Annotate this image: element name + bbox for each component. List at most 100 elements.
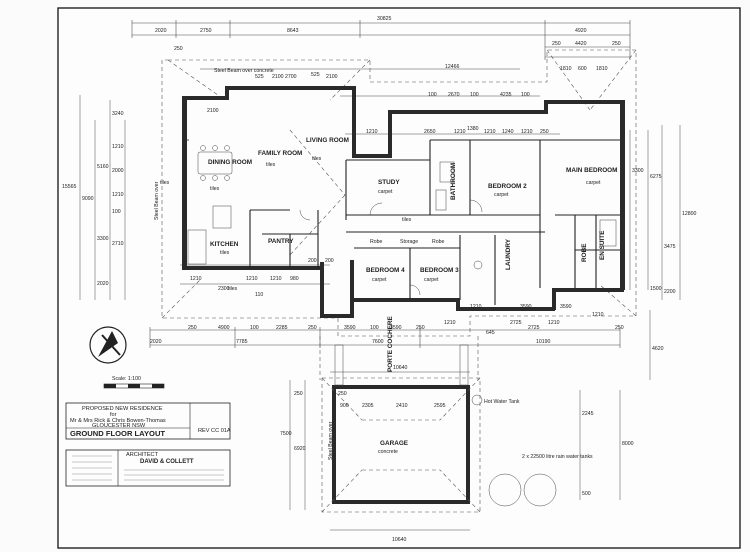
dim-bottom: 250 (615, 325, 624, 331)
dim-garage-top: 2305 (362, 403, 374, 409)
dim-left: 2000 (112, 168, 124, 174)
dim-upper: 100 (470, 92, 479, 98)
room-name: BEDROOM 4 (366, 267, 405, 274)
room-name: KITCHEN (210, 241, 239, 248)
dim-garage-side: 2245 (582, 411, 594, 417)
dim-bottom: 250 (188, 325, 197, 331)
dim-lower: 200 (308, 258, 317, 264)
dim-garage-top: 250 (338, 391, 347, 397)
beam-note: Steel Beam over concrete (214, 68, 274, 74)
dim-top-seg: 4920 (575, 28, 587, 34)
dim-left: 5160 (97, 164, 109, 170)
dim-garage-top: 10640 (393, 365, 408, 371)
dim-beam: 2700 (285, 74, 297, 80)
room-name: PORTE COCHERE (387, 316, 394, 372)
dim-left: 9090 (82, 196, 94, 202)
architect-name: DAVID & COLLETT (140, 459, 194, 465)
dim-left: 100 (112, 209, 121, 215)
dim-right: 12800 (682, 211, 697, 217)
dim-lower: 645 (486, 330, 495, 336)
architect-head: ARCHITECT (126, 452, 159, 458)
sheet-border (58, 8, 740, 548)
dim-upper: 1380 (467, 126, 479, 132)
dim-bottom: 250 (416, 325, 425, 331)
dim-upper: 1210 (366, 129, 378, 135)
dim-top-seg: 12466 (445, 64, 460, 70)
dim-beam: 525 (311, 72, 320, 78)
dim-bottom-total: 7600 (372, 339, 384, 345)
room-name: BEDROOM 2 (488, 183, 527, 190)
dim-top-sub: 4420 (575, 41, 587, 47)
room-name: BATHROOM (450, 163, 457, 200)
room-floor: carpet (372, 277, 387, 283)
dim-beam: 250 (174, 46, 183, 52)
dim-right: 3475 (664, 244, 676, 250)
dim-lower: 1210 (246, 276, 258, 282)
tiles-label: tiles (160, 180, 170, 186)
dim-beam: 2100 (272, 74, 284, 80)
room-name: MAIN BEDROOM (566, 167, 617, 174)
dim-left: 2020 (97, 281, 109, 287)
dim-lower: 3590 (520, 304, 532, 310)
dim-left: 15565 (62, 184, 77, 190)
dim-lower: 2725 (510, 320, 522, 326)
scale-label: Scale: 1:100 (112, 376, 141, 382)
scale-bar (104, 384, 164, 388)
drawing-title: GROUND FLOOR LAYOUT (70, 429, 165, 438)
room-name: BEDROOM 3 (420, 267, 459, 274)
dim-upper: 1210 (454, 129, 466, 135)
beam-note: Steel Beam over (154, 181, 160, 220)
room-floor: tiles (312, 156, 322, 162)
dim-top-sub: 250 (552, 41, 561, 47)
dim-beam: 525 (255, 74, 264, 80)
dim-bottom-total: 2020 (150, 339, 162, 345)
room-floor: carpet (424, 277, 439, 283)
dim-bottom: 2285 (276, 325, 288, 331)
dim-top-sub: 1810 (596, 66, 608, 72)
dim-left: 1210 (112, 144, 124, 150)
room-floor: tiles (220, 250, 230, 256)
dim-upper: 2100 (207, 108, 219, 114)
dim-top-sub: 250 (612, 41, 621, 47)
room-floor: tiles (210, 186, 220, 192)
room-name: Robe (432, 239, 445, 245)
dim-bottom: 250 (308, 325, 317, 331)
dim-overall-top: 30825 (377, 16, 392, 22)
room-name: DINING ROOM (208, 159, 252, 166)
dim-right: 2200 (664, 289, 676, 295)
dim-garage-side: 7500 (280, 431, 292, 437)
dim-garage-side: 8000 (622, 441, 634, 447)
beam-note: Steel Beam over (328, 421, 334, 460)
room-name: EN SUITE (599, 230, 606, 260)
room-name: PANTRY (268, 238, 294, 245)
room-floor: carpet (494, 192, 509, 198)
dim-bottom: 3590 (344, 325, 356, 331)
dim-lower: 1210 (270, 276, 282, 282)
dim-left: 1210 (112, 192, 124, 198)
dim-lower: 200 (325, 258, 334, 264)
room-floor: tiles (266, 162, 276, 168)
dim-upper: 100 (428, 92, 437, 98)
dim-garage-side: 6920 (294, 446, 306, 452)
dim-bottom-total: 10190 (536, 339, 551, 345)
dim-top-seg: 2020 (155, 28, 167, 34)
dim-upper: 1240 (502, 129, 514, 135)
dim-upper: 2650 (424, 129, 436, 135)
room-name: LAUNDRY (505, 238, 512, 270)
dim-right: 3300 (632, 168, 644, 174)
dim-bottom: 4900 (218, 325, 230, 331)
room-name: STUDY (378, 179, 400, 186)
room-name: FAMILY ROOM (258, 150, 302, 157)
dim-top-seg: 8643 (287, 28, 299, 34)
room-name: Robe (370, 239, 383, 245)
dim-lower: 1210 (548, 320, 560, 326)
dim-upper: 100 (521, 92, 530, 98)
dim-garage-top: 900 (340, 403, 349, 409)
dim-garage-side: 500 (582, 491, 591, 497)
dim-top-sub: 600 (578, 66, 587, 72)
room-name: LIVING ROOM (306, 137, 349, 144)
dim-bottom: 100 (370, 325, 379, 331)
dim-right: 6275 (650, 174, 662, 180)
